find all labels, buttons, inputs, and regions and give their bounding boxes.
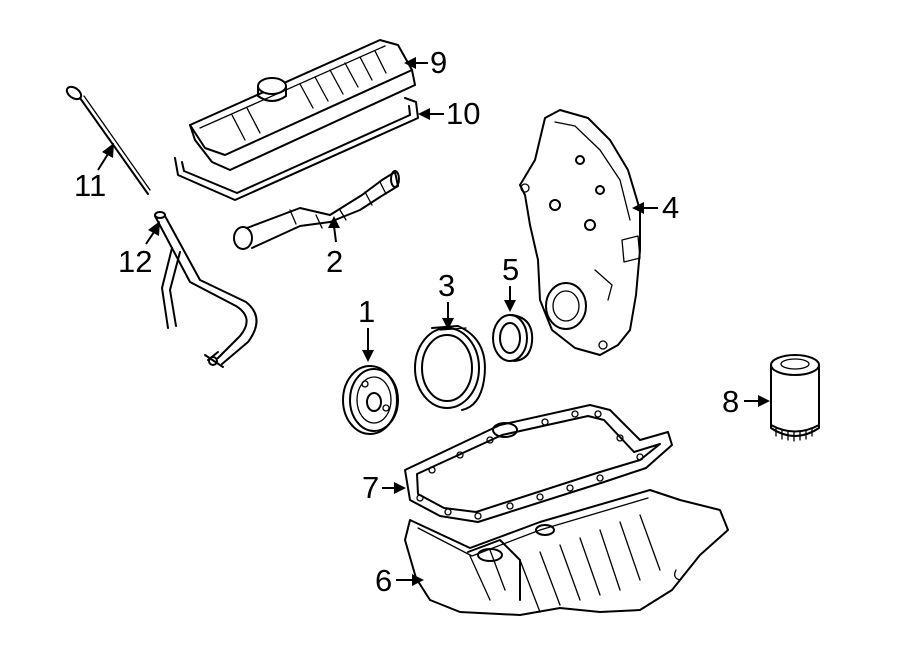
oil-pan xyxy=(404,489,729,616)
valve-cover xyxy=(189,39,416,171)
timing-cover xyxy=(519,109,641,356)
valve-cover-gasket xyxy=(174,97,419,201)
callout-5: 5 xyxy=(502,252,519,312)
callout-10-label: 10 xyxy=(446,96,480,131)
callout-11-label: 11 xyxy=(74,168,106,203)
oil-pump-pickup xyxy=(233,170,400,250)
callout-10: 10 xyxy=(418,96,480,131)
callout-3: 3 xyxy=(438,268,455,330)
callout-3-label: 3 xyxy=(438,268,455,303)
crankshaft-balancer xyxy=(342,365,399,435)
callout-12: 12 xyxy=(118,221,160,279)
callout-9-label: 9 xyxy=(430,45,447,80)
callout-5-label: 5 xyxy=(502,252,519,287)
front-seal xyxy=(492,314,534,362)
callout-4-label: 4 xyxy=(662,190,679,225)
callout-8: 8 xyxy=(722,384,770,419)
callout-1-label: 1 xyxy=(358,294,375,329)
callout-6: 6 xyxy=(375,563,424,598)
crankshaft-seal xyxy=(414,325,486,411)
callout-8-label: 8 xyxy=(722,384,739,419)
callout-12-label: 12 xyxy=(118,244,152,279)
callout-7-label: 7 xyxy=(362,470,379,505)
callout-7: 7 xyxy=(362,470,406,505)
oil-filter xyxy=(770,354,820,442)
callout-9: 9 xyxy=(404,45,447,80)
oil-pan-gasket xyxy=(404,404,673,523)
callout-4: 4 xyxy=(632,190,679,225)
callout-2: 2 xyxy=(326,216,343,279)
callout-6-label: 6 xyxy=(375,563,392,598)
callout-11: 11 xyxy=(74,143,114,203)
callout-1: 1 xyxy=(358,294,375,362)
callout-2-label: 2 xyxy=(326,244,343,279)
dipstick xyxy=(65,85,151,195)
dipstick-tube xyxy=(154,211,258,368)
